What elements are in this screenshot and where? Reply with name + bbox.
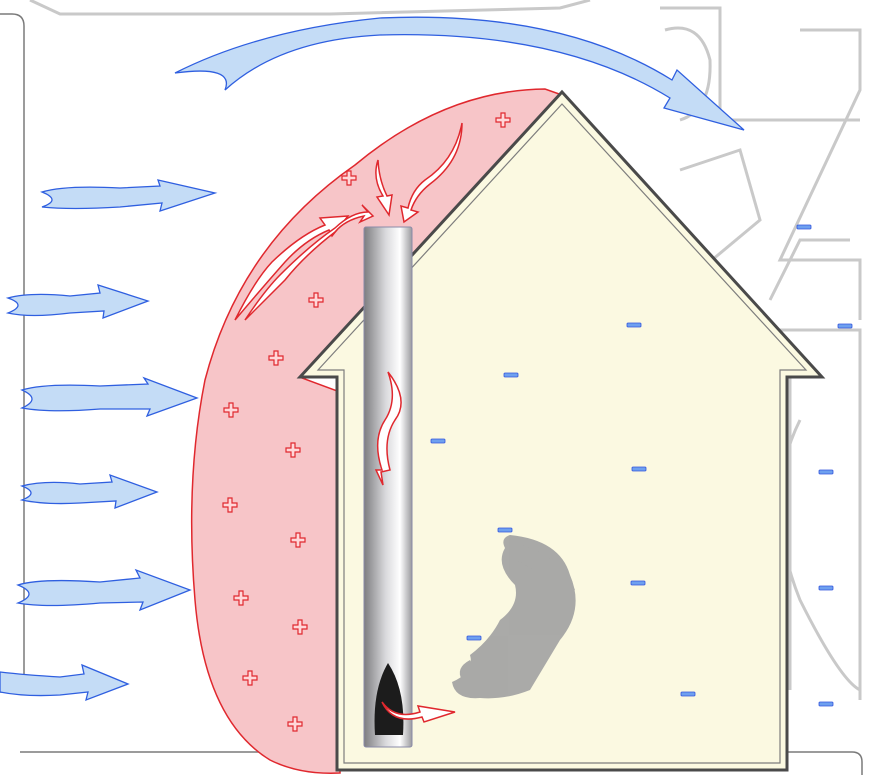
minus-sign-10: [819, 586, 833, 590]
minus-sign-1: [797, 225, 811, 229]
minus-sign-6: [632, 467, 646, 471]
minus-sign-5: [431, 439, 445, 443]
minus-sign-9: [631, 581, 645, 585]
wind-arrow-5: [18, 570, 190, 610]
minus-sign-13: [819, 702, 833, 706]
minus-sign-3: [838, 324, 852, 328]
wind-arrow-4: [22, 475, 157, 508]
wind-arrow-1: [42, 180, 215, 211]
minus-sign-2: [627, 323, 641, 327]
wind-arrow-3: [22, 378, 197, 416]
minus-sign-8: [498, 528, 512, 532]
chimney: [364, 227, 412, 747]
side-panel-frame: [0, 14, 24, 692]
minus-sign-12: [681, 692, 695, 696]
minus-sign-11: [467, 636, 481, 640]
wind-arrow-6: [0, 665, 128, 700]
wind-arrow-2: [8, 285, 148, 318]
minus-sign-7: [819, 470, 833, 474]
minus-sign-4: [504, 373, 518, 377]
